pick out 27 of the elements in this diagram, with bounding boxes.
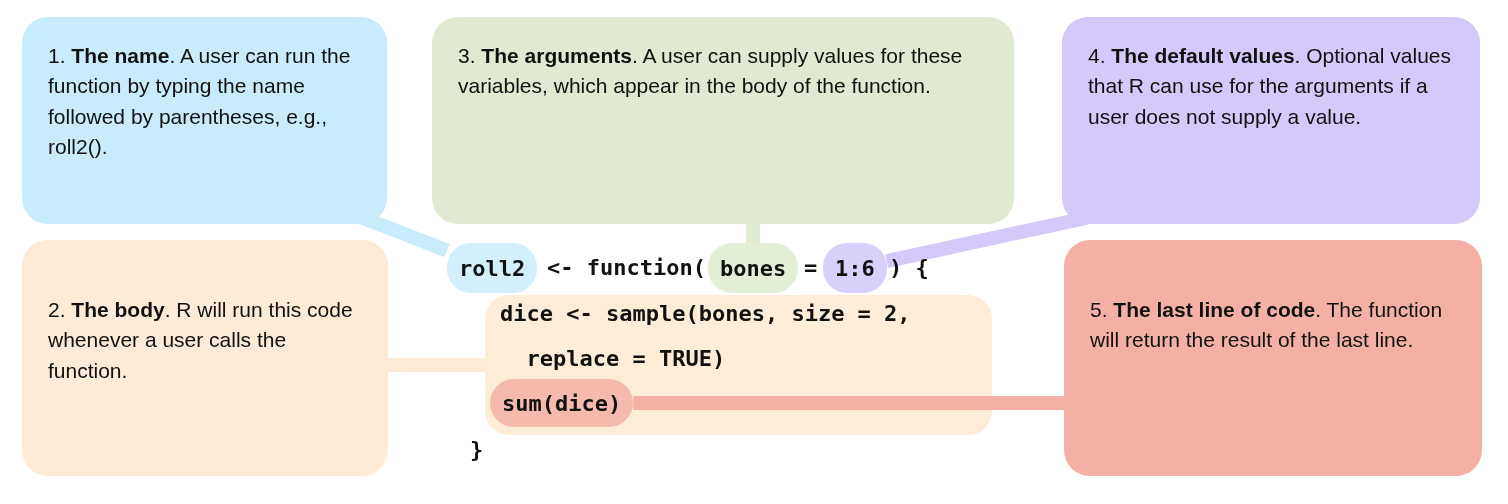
code-text: roll2 — [459, 255, 526, 281]
code-text: bones — [720, 255, 787, 281]
callout-box — [1062, 17, 1480, 224]
code-text: = — [804, 254, 818, 282]
callout-box — [432, 17, 1014, 224]
callout-box — [1064, 240, 1482, 476]
code-highlight — [447, 243, 538, 293]
code-text: sum(dice) — [502, 390, 622, 416]
code-highlight — [823, 243, 887, 293]
code-text: ) { — [889, 254, 929, 282]
code-text: dice <- sample(bones, size = 2, replace = TRUE) — [500, 300, 912, 373]
code-text: <- function( — [547, 254, 706, 282]
code-highlight — [490, 379, 634, 427]
callout-text: 2. The body. R will run this code whenever a user calls the function. — [48, 297, 354, 384]
connector-line — [746, 224, 761, 243]
callout-text: 4. The default values. Optional values that R can use for the arguments if a user does not supply a value. — [1088, 43, 1452, 130]
callout-box — [22, 240, 388, 476]
callout-text: 5. The last line of code. The function will return the result of the last line. — [1090, 297, 1444, 354]
code-highlight — [708, 243, 799, 293]
code-text: 1:6 — [835, 255, 875, 281]
connector-line — [388, 358, 485, 372]
code-block — [485, 295, 992, 435]
code-text: } — [470, 436, 484, 464]
callout-text: 1. The name. A user can run the function by typing the name followed by parentheses, e.g., roll2(). — [48, 43, 352, 161]
callout-text: 3. The arguments. A user can supply values for these variables, which appear in the body of the function. — [458, 43, 964, 100]
callout-box — [22, 17, 387, 224]
connector-line — [633, 396, 1064, 410]
